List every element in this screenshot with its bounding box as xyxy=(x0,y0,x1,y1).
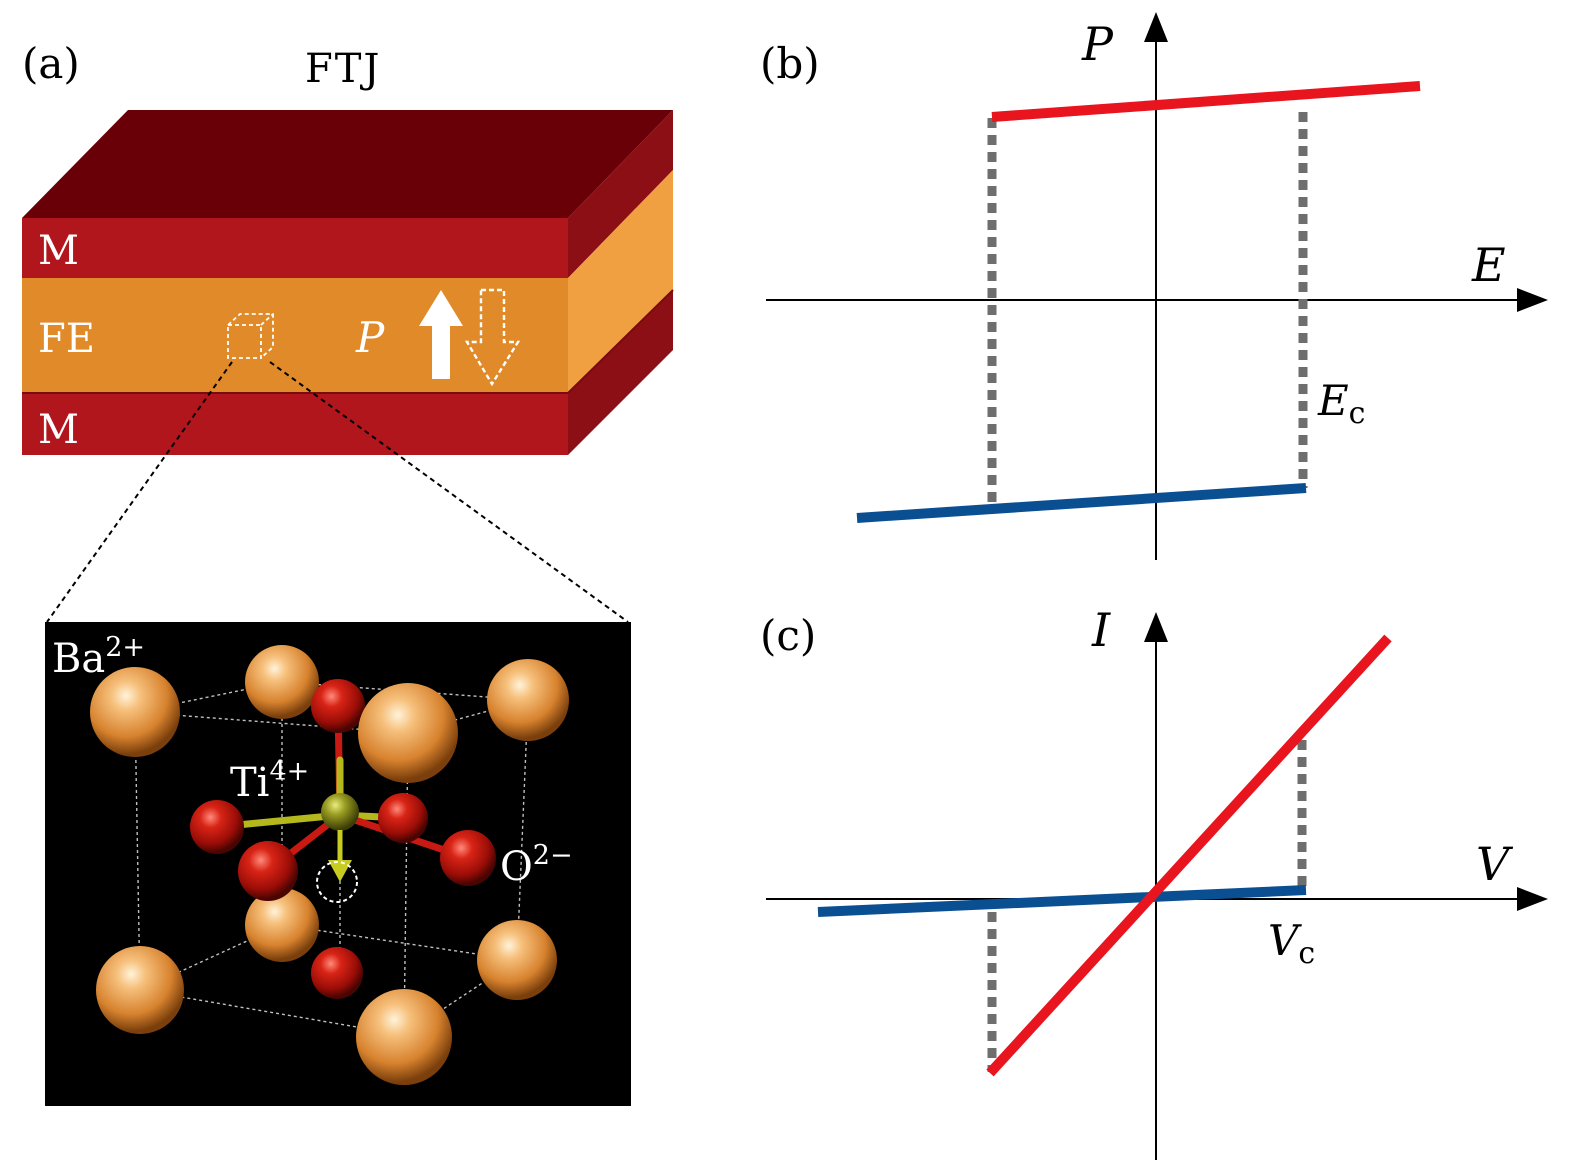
ti-vacancy-marker xyxy=(316,861,358,903)
v-axis-label: V xyxy=(1476,837,1514,891)
polarization-up-branch xyxy=(991,81,1421,122)
panel-a: (a) FTJ M FE M P xyxy=(22,39,674,1106)
e-axis-label: E xyxy=(1471,238,1506,292)
p-axis-label: P xyxy=(1081,17,1114,71)
bottom-metal-front-face xyxy=(22,393,568,455)
off-state-current xyxy=(817,885,1307,917)
panel-b-tag: (b) xyxy=(760,39,820,88)
polarization-symbol: P xyxy=(355,313,385,362)
ba-ion-front-top-left xyxy=(90,667,180,757)
panel-c: (c) I V Vc xyxy=(760,603,1548,1160)
panel-c-tag: (c) xyxy=(760,611,816,660)
top-metal-side-face xyxy=(568,110,673,278)
o-ion-label: O2− xyxy=(500,840,573,890)
fe-side-face xyxy=(568,170,673,393)
ba-ion-label: Ba2+ xyxy=(52,632,145,682)
bottom-metal-side-face xyxy=(568,290,673,455)
polarization-up-arrow xyxy=(419,290,463,379)
layer-label-bottom: M xyxy=(38,407,79,453)
o-ion-left xyxy=(190,800,244,854)
zoom-line-left xyxy=(46,361,233,623)
top-metal-top-face xyxy=(22,110,673,218)
panel-b: (b) P E Ec xyxy=(760,12,1548,560)
ba-ion-front-bottom-right xyxy=(356,989,452,1085)
ftj-stack: M FE M P xyxy=(22,110,674,455)
coercive-voltage-label: Vc xyxy=(1268,916,1315,971)
i-axis-arrowhead xyxy=(1144,612,1168,642)
o-ion-right xyxy=(440,830,496,886)
fe-front-face xyxy=(22,278,568,393)
crystal-structure: Ba2+ Ti4+ O2− xyxy=(45,622,631,1106)
ti-displacement-arrowhead xyxy=(328,860,352,882)
on-state-current xyxy=(986,634,1392,1077)
o-ion-top xyxy=(311,679,365,733)
panel-a-tag: (a) xyxy=(22,39,80,88)
panel-a-title: FTJ xyxy=(305,46,381,92)
o-ion-back-right xyxy=(378,793,428,843)
o-ion-bottom xyxy=(311,947,363,999)
top-metal-front-face xyxy=(22,218,568,278)
ba-ion-back-bottom xyxy=(245,888,319,962)
e-axis-arrowhead xyxy=(1517,288,1548,312)
polarization-down-arrow xyxy=(464,288,521,387)
i-axis-label: I xyxy=(1091,603,1111,657)
layer-label-top: M xyxy=(38,228,79,274)
ba-ion-back-left xyxy=(245,645,319,719)
ti-ion-label: Ti4+ xyxy=(230,756,309,806)
o-ion-front-left xyxy=(238,841,298,901)
polarization-down-branch xyxy=(856,483,1307,523)
ba-ion-front-mid-right xyxy=(477,920,557,1000)
ba-ion-back-right xyxy=(487,659,569,741)
layer-label-fe: FE xyxy=(38,316,95,362)
ba-ion-front-top-right xyxy=(358,683,458,783)
ba-ion-front-bottom-left xyxy=(96,946,184,1034)
coercive-field-label: Ec xyxy=(1317,376,1365,431)
p-axis-arrowhead xyxy=(1144,12,1168,42)
unit-cell-marker xyxy=(227,313,274,359)
ti-ion xyxy=(321,793,359,831)
zoom-line-right xyxy=(269,361,629,623)
v-axis-arrowhead xyxy=(1517,887,1548,911)
